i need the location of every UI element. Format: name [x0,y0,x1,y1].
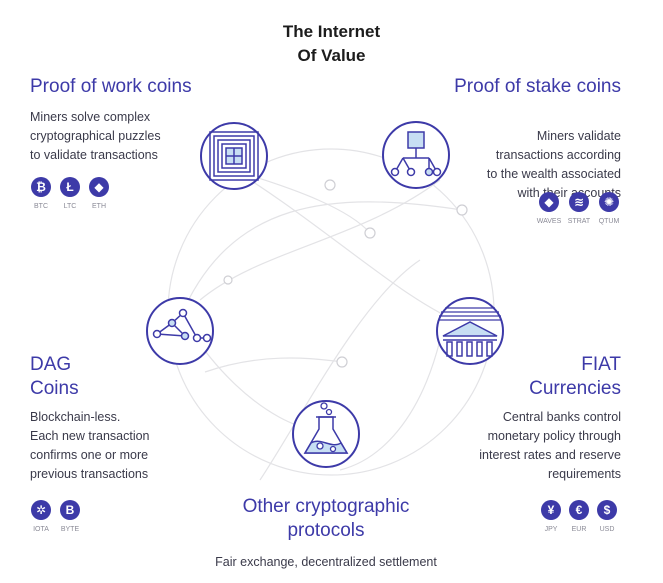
other-heading-line2: protocols [287,520,365,541]
proof-of-work-icon [199,121,269,191]
fiat-heading-line1: FIAT [581,354,621,375]
dag-desc-line: Blockchain-less. [30,410,121,424]
coin-ticker: LTC [63,203,77,210]
fiat-desc-line: Central banks control [502,410,621,424]
fiat-description: Central banks control monetary policy th… [411,408,621,484]
dag-description: Blockchain-less. Each new transaction co… [30,408,220,484]
coin-ticker: STRAT [567,218,591,225]
coin-byte: B BYTE [57,500,83,534]
coin-eur: € EUR [566,500,592,534]
coin-ticker: ETH [92,203,106,210]
iota-icon: ✲ [31,500,51,520]
byteball-icon: B [60,500,80,520]
coin-eth: ◆ ETH [86,177,112,211]
coin-btc: ₿ BTC [28,177,54,211]
coin-waves: ◆ WAVES [536,192,562,226]
coin-ticker: BTC [34,203,48,210]
diagram-title-line2: Of Value [297,46,366,65]
dag-heading-line1: DAG [30,354,72,375]
coin-ltc: Ł LTC [57,177,83,211]
ethereum-icon: ◆ [89,177,109,197]
dag-graph-icon [145,296,215,366]
pos-heading: Proof of stake coins [454,76,621,97]
other-heading-line1: Other cryptographic [242,496,410,517]
coin-ticker: WAVES [536,218,562,225]
pow-desc-line: Miners solve complex [30,110,151,124]
fiat-desc-line: monetary policy through [487,429,621,443]
bitcoin-icon: ₿ [31,177,51,197]
coin-qtum: ✺ QTUM [596,192,622,226]
coin-ticker: USD [599,526,615,533]
qtum-icon: ✺ [599,192,619,212]
yen-icon: ¥ [541,500,561,520]
bank-icon [435,296,505,366]
pow-desc-line: cryptographical puzzles [30,129,161,143]
fiat-desc-line: requirements [548,467,621,481]
coin-jpy: ¥ JPY [538,500,564,534]
coin-strat: ≋ STRAT [566,192,592,226]
coin-ticker: IOTA [33,526,49,533]
pos-desc-line: Miners validate [536,129,621,143]
pow-heading: Proof of work coins [30,76,192,97]
pos-desc-line: to the wealth associated [486,167,621,181]
pow-description: Miners solve complex cryptographical puz… [30,108,220,165]
dag-desc-line: confirms one or more [30,448,149,462]
coin-ticker: JPY [544,526,558,533]
pow-desc-line: to validate transactions [30,148,158,162]
diagram-title-line1: The Internet [282,22,381,41]
dag-heading-line2: Coins [30,378,79,399]
coin-usd: $ USD [594,500,620,534]
dollar-icon: $ [597,500,617,520]
flask-icon [291,399,361,469]
litecoin-icon: Ł [60,177,80,197]
coin-ticker: BYTE [60,526,80,533]
waves-icon: ◆ [539,192,559,212]
coin-ticker: EUR [571,526,587,533]
dag-desc-line: Each new transaction [30,429,150,443]
coin-ticker: QTUM [598,218,620,225]
pos-desc-line: transactions according [495,148,621,162]
fiat-desc-line: interest rates and reserve [479,448,621,462]
stratis-icon: ≋ [569,192,589,212]
proof-of-stake-icon [381,120,451,190]
pos-description: Miners validate transactions according t… [421,127,621,203]
coin-iota: ✲ IOTA [28,500,54,534]
other-description: Fair exchange, decentralized settlement [215,555,437,569]
euro-icon: € [569,500,589,520]
dag-desc-line: previous transactions [30,467,149,481]
fiat-heading-line2: Currencies [529,378,621,399]
